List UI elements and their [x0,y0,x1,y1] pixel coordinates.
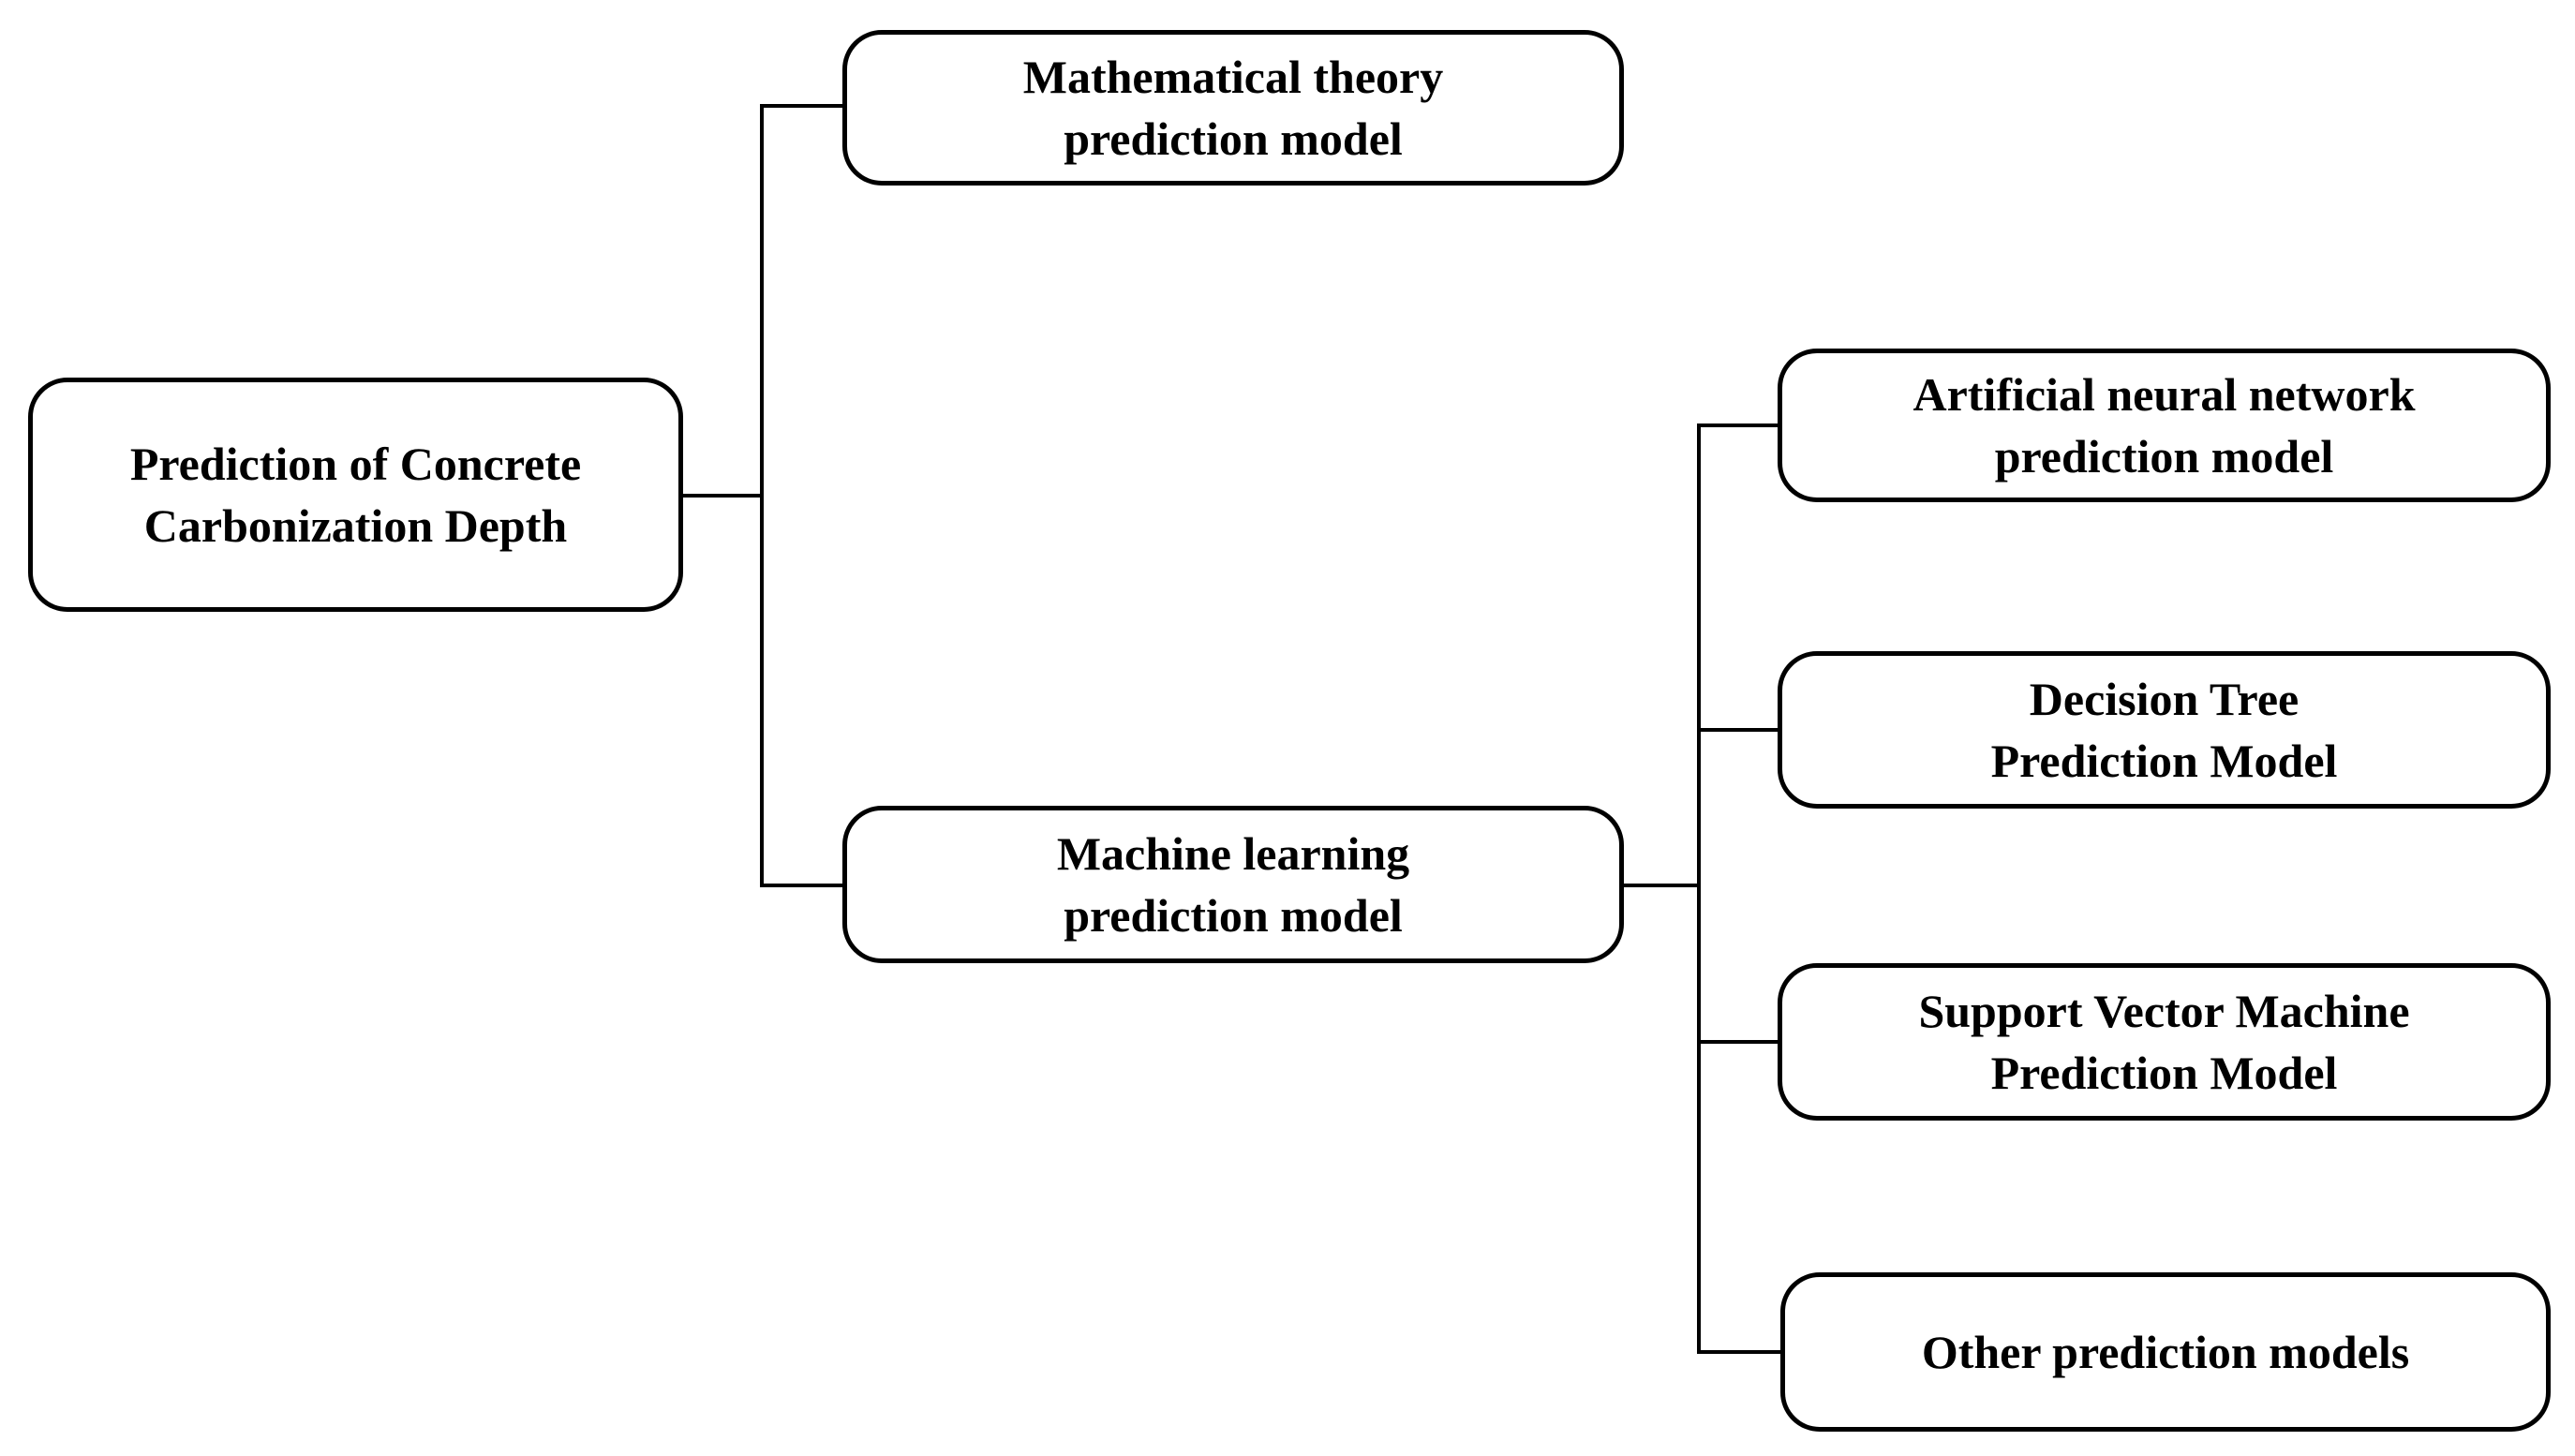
node-label-line: Support Vector Machine [1918,985,2410,1037]
node-label-line: Other prediction models [1921,1326,2410,1378]
node-label-line: Artificial neural network [1913,368,2416,421]
node-support-vector-machine-model: Support Vector Machine Prediction Model [1778,963,2551,1121]
connector-to-mathematical-theory-line [760,104,843,108]
node-label-line: Mathematical theory [1022,51,1444,103]
node-label-line: prediction model [1994,430,2334,483]
node-other-prediction-models: Other prediction models [1780,1272,2551,1432]
connector-to-decision-tree-line [1697,728,1779,732]
node-label-line: Prediction Model [1990,735,2338,787]
connector-root-to-branch-line [683,494,763,498]
node-concrete-carbonization-depth: Prediction of Concrete Carbonization Dep… [28,378,683,612]
connector-machine-learning-to-branch-line [1624,884,1701,887]
node-machine-learning-model: Machine learning prediction model [842,806,1624,963]
connector-to-other-models-line [1697,1350,1782,1354]
node-label-line: Machine learning [1056,827,1410,880]
connector-to-ann-line [1697,423,1779,427]
node-artificial-neural-network-model: Artificial neural network prediction mod… [1778,349,2551,502]
connector-level2-vertical-line [1697,423,1701,1353]
connector-to-svm-line [1697,1040,1779,1044]
connector-to-machine-learning-line [760,884,843,887]
node-decision-tree-model: Decision Tree Prediction Model [1778,651,2551,809]
node-mathematical-theory-model: Mathematical theory prediction model [842,30,1624,186]
connector-level1-vertical-line [760,104,764,887]
node-label-line: prediction model [1064,112,1403,165]
node-label-line: Carbonization Depth [143,499,568,552]
node-label-line: Prediction Model [1990,1047,2338,1099]
node-label-line: Decision Tree [2029,673,2300,725]
node-label-line: prediction model [1064,889,1403,942]
node-label-line: Prediction of Concrete [129,438,582,490]
